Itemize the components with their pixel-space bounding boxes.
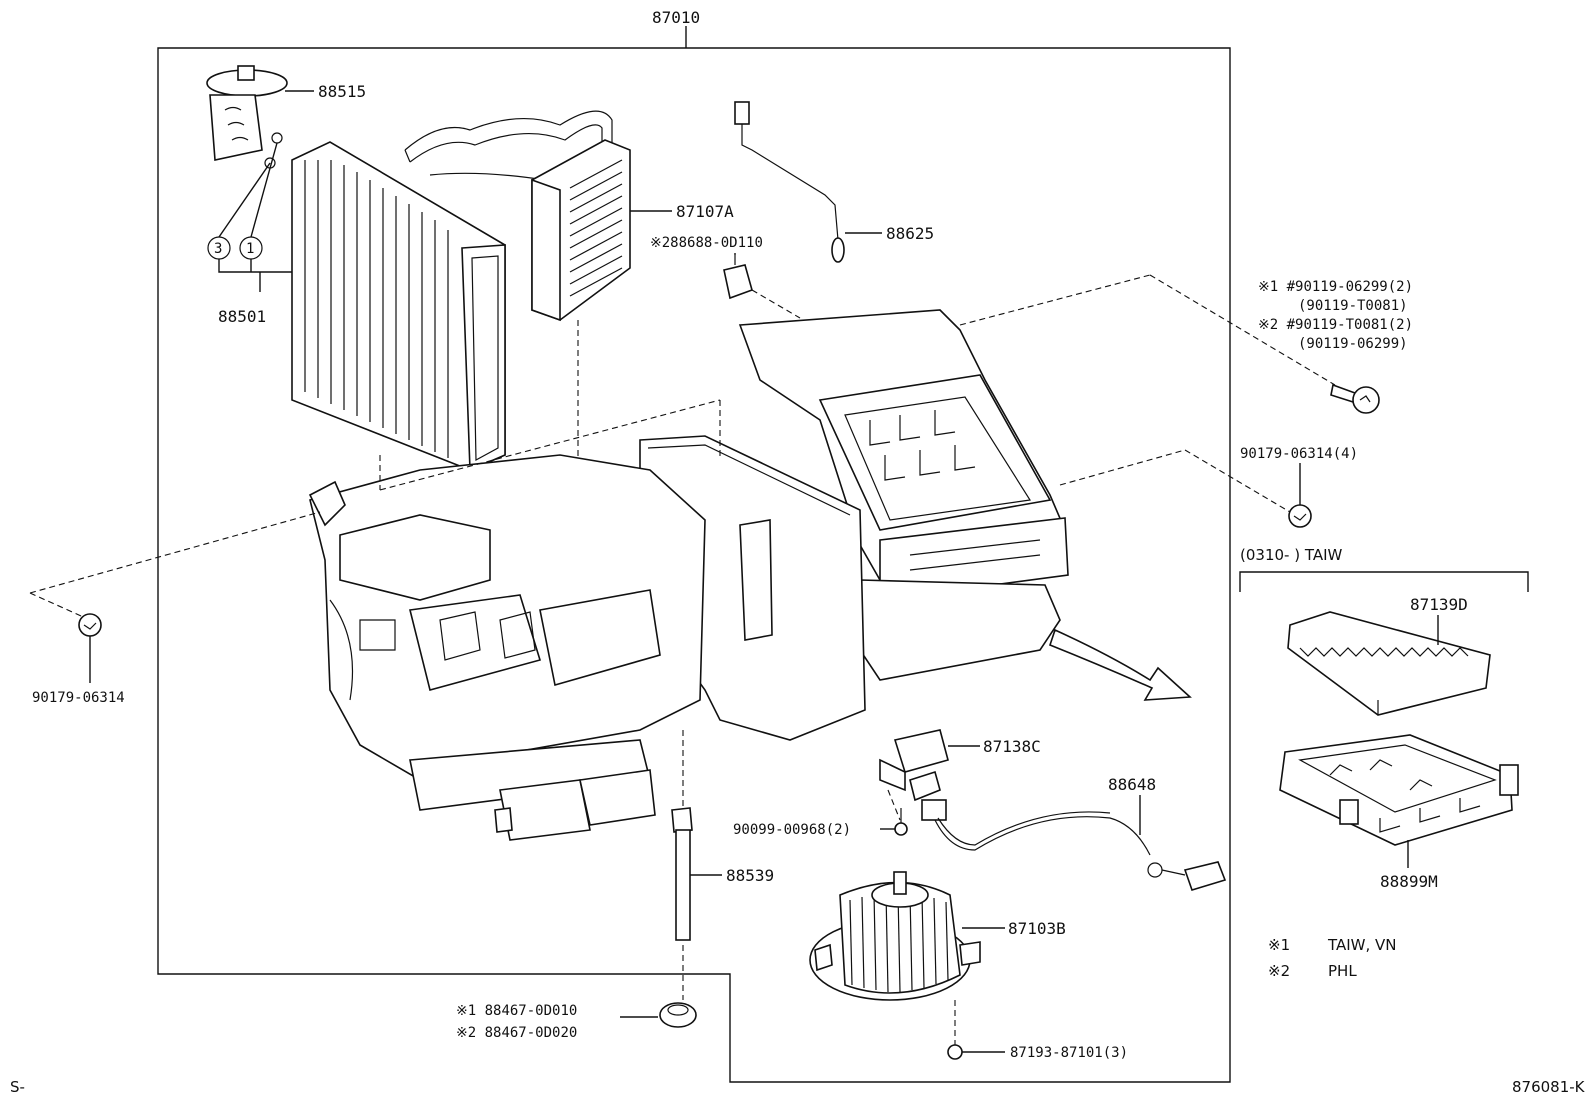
grommet-icon bbox=[659, 1002, 697, 1028]
label-87103B: 87103B bbox=[1008, 919, 1066, 938]
air-filter-icon bbox=[1287, 611, 1491, 716]
corner-code-left: S- bbox=[10, 1078, 25, 1096]
legend-note2-text: PHL bbox=[1328, 962, 1357, 980]
label-screw-note1: ※1 #90119-06299(2) bbox=[1258, 279, 1413, 295]
evaporator-icon bbox=[291, 141, 506, 472]
circle-3-text: 3 bbox=[214, 241, 222, 257]
corner-code-right: 876081-K bbox=[1512, 1078, 1586, 1096]
label-88515: 88515 bbox=[318, 82, 366, 101]
label-87138C: 87138C bbox=[983, 737, 1041, 756]
label-screw-note2: ※2 #90119-T0081(2) bbox=[1258, 317, 1413, 333]
legend-note1-text: TAIW, VN bbox=[1327, 936, 1397, 954]
label-87010: 87010 bbox=[652, 8, 700, 27]
sensor-connector-icon bbox=[723, 255, 753, 300]
label-nut-right: 90179-06314(4) bbox=[1240, 446, 1358, 462]
resistor-icon bbox=[879, 729, 949, 802]
label-88539: 88539 bbox=[726, 866, 774, 885]
drain-hose-icon bbox=[671, 807, 693, 941]
label-87107A: 87107A bbox=[676, 202, 734, 221]
heater-core-icon bbox=[404, 110, 631, 322]
expansion-valve-icon bbox=[206, 65, 288, 169]
blower-screw-icon bbox=[947, 1044, 963, 1060]
legend-note2-mark: ※2 bbox=[1268, 962, 1290, 980]
resistor-screw-icon bbox=[894, 808, 908, 836]
label-grommet-note2: ※2 88467-0D020 bbox=[456, 1025, 577, 1041]
screw-icon bbox=[1330, 383, 1380, 414]
blower-motor-icon bbox=[809, 871, 981, 1001]
label-88899M: 88899M bbox=[1380, 872, 1438, 891]
assembly-frame bbox=[157, 47, 1231, 1083]
legend-note1-mark: ※1 bbox=[1268, 936, 1290, 954]
label-blower-screw: 87193-87101(3) bbox=[1010, 1045, 1128, 1061]
label-resistor-screw: 90099-00968(2) bbox=[733, 822, 851, 838]
nut-right-icon bbox=[1288, 504, 1312, 528]
label-grommet-note1: ※1 88467-0D010 bbox=[456, 1003, 577, 1019]
wire-harness-icon bbox=[921, 799, 1227, 891]
label-88501: 88501 bbox=[218, 307, 266, 326]
label-screw-note1-alt: (90119-T0081) bbox=[1298, 298, 1408, 314]
sensor-icon bbox=[734, 101, 845, 263]
hvac-housing-icon bbox=[308, 309, 1069, 841]
label-88688: ※288688-0D110 bbox=[650, 235, 763, 251]
nut-left-icon bbox=[78, 613, 102, 637]
label-screw-note2-alt: (90119-06299) bbox=[1298, 336, 1408, 352]
filter-group-bracket bbox=[1239, 571, 1529, 592]
label-88625: 88625 bbox=[886, 224, 934, 243]
airflow-arrow-icon bbox=[1049, 628, 1192, 701]
leader-88501 bbox=[218, 250, 301, 292]
circle-1-text: 1 bbox=[246, 241, 254, 257]
label-nut-left: 90179-06314 bbox=[32, 690, 125, 706]
label-filter-range: (0310- ) TAIW bbox=[1240, 546, 1343, 564]
label-88648: 88648 bbox=[1108, 775, 1156, 794]
filter-case-icon bbox=[1279, 734, 1519, 846]
label-87139D: 87139D bbox=[1410, 595, 1468, 614]
